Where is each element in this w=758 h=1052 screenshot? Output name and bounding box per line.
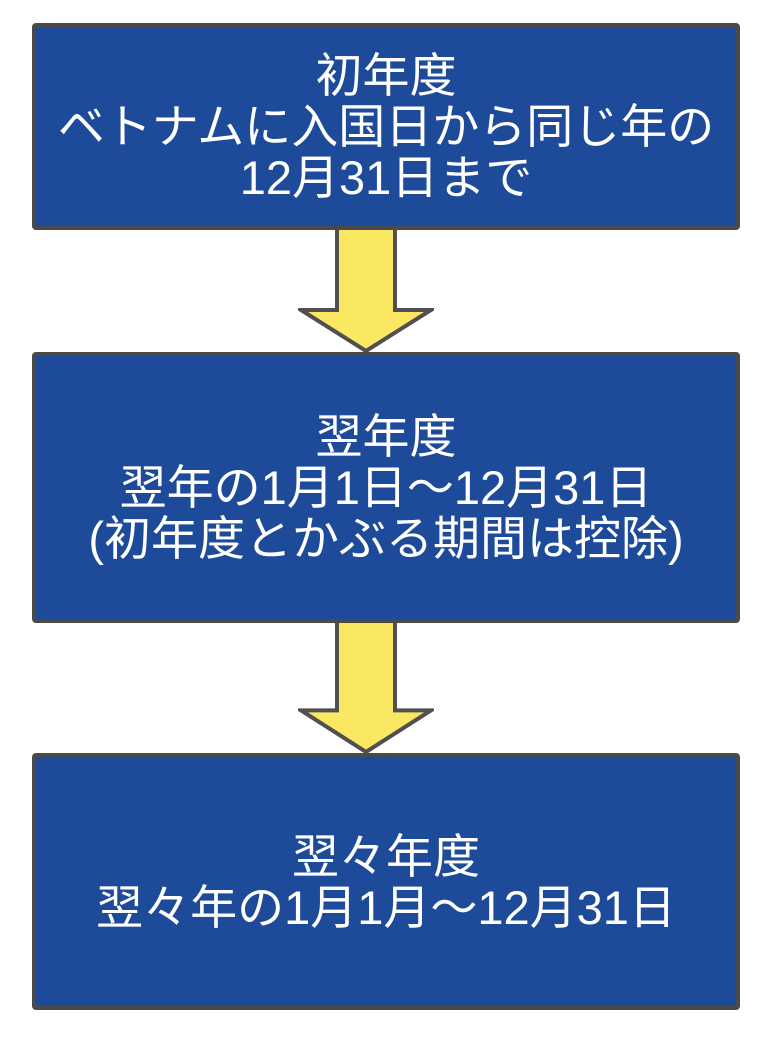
flow-box-second-year-line2: 翌年の1月1日～12月31日 <box>119 461 653 514</box>
flow-box-third-year-line2: 翌々年の1月1月～12月31日 <box>96 880 676 934</box>
flow-box-first-year-line2: ベトナムに入国日から同じ年の <box>57 100 715 153</box>
flow-box-first-year: 初年度 ベトナムに入国日から同じ年の 12月31日まで <box>32 23 740 230</box>
flow-box-first-year-title: 初年度 <box>315 49 457 102</box>
flow-box-second-year: 翌年度 翌年の1月1日～12月31日 (初年度とかぶる期間は控除) <box>32 352 740 623</box>
flow-box-second-year-title: 翌年度 <box>315 410 457 463</box>
flow-box-second-year-line3: (初年度とかぶる期間は控除) <box>88 512 684 565</box>
flow-box-third-year: 翌々年度 翌々年の1月1月～12月31日 <box>32 753 740 1010</box>
flow-box-first-year-line3: 12月31日まで <box>239 151 533 204</box>
flow-box-third-year-title: 翌々年度 <box>292 829 480 883</box>
down-arrow-icon <box>298 220 434 354</box>
down-arrow-icon <box>298 619 434 755</box>
